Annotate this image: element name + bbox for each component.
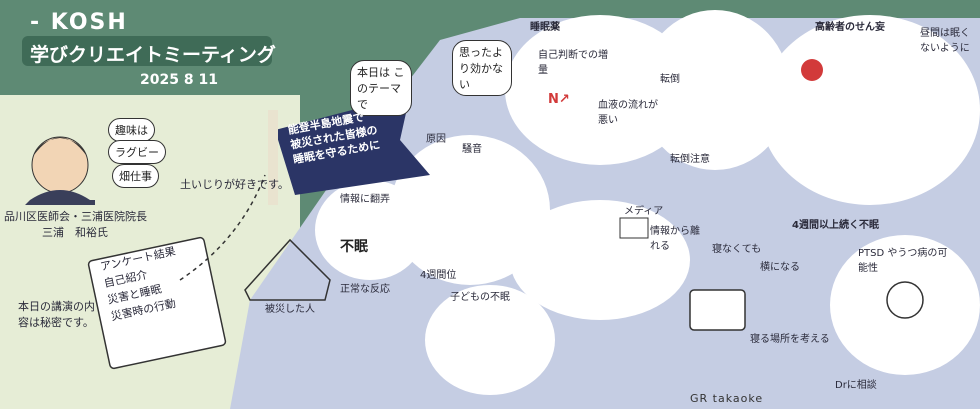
lecture-content-note: 本日の講演の内容は秘密です。 [18,300,95,329]
dont-sleep-label: 寝なくても [712,244,762,255]
four-weeks-label: 4週間位 [420,270,457,281]
speaker-name: 三浦 和裕氏 [42,226,108,239]
cloud-child [425,285,555,395]
title-plaque [22,36,272,66]
cloud-sleep-meds [505,15,695,165]
thought-bubble: 思ったより効かない [452,40,512,96]
insomnia-label: 不眠 [340,239,368,255]
just-rest-label: 横になる [760,262,800,273]
brand-label: - KOSH [30,10,128,35]
bed-icon [689,289,746,331]
fall-label: 転倒 [660,74,680,85]
cloud-media [510,200,690,320]
place-label: 寝る場所を考える [750,334,830,345]
doctor-icon [886,281,924,319]
info-from-label: 情報から離れる [650,226,700,252]
consult-label: Drに相談 [835,380,877,391]
event-title: 学びクリエイトミーティング [30,44,276,66]
hobby-note: 土いじりが好きです。 [180,178,289,191]
cloud-fall [640,10,790,170]
hobby-farming: 畑仕事 [112,164,159,188]
noise-label: 騒音 [462,144,482,155]
normal-reaction-label: 正常な反応 [340,284,390,295]
today-theme: 本日は このテーマで [350,60,412,116]
media-label: メディア [624,206,664,217]
ptsd-label: PTSD やうつ病の可能性 [858,248,948,274]
long-term-label: 4週間以上続く不眠 [792,220,879,231]
sleep-meds-label: 睡眠薬 [530,22,560,33]
flag-pole [268,110,278,205]
event-date: 2025 8 11 [140,72,218,88]
speaker-portrait [31,136,89,194]
disaster-victim-label: 被災した人 [265,304,315,315]
cause-label: 原因 [426,134,446,145]
nn-mark-icon: N↗ [548,92,570,107]
angry-face-icon [801,59,823,81]
child-sleepless-label: 子どもの不眠 [450,292,510,303]
hobby-intro: 趣味は [108,118,155,142]
self-judgment-label: 自己判断での増量 [538,50,608,76]
not-worry-label: 昼間は眠くないように [920,28,970,54]
cloud-info [315,180,425,280]
dashed-arrow [179,174,266,281]
artist-credit: GR takaoke [690,392,764,405]
hobby-rugby: ラグビー [108,140,166,164]
speaker-affiliation: 品川区医師会・三浦医院院長 [4,210,147,223]
house-sketch [244,238,331,301]
cloud-cause [390,135,550,285]
circulation-label: 血液の流れが悪い [598,100,658,126]
laptop-icon [619,217,649,239]
survey-paper [87,236,227,370]
theme-flag [275,95,430,195]
info-overload-label: 情報に翻弄 [340,194,390,205]
speaker-body [25,190,95,205]
prone-label: 転倒注意 [670,154,710,165]
elderly-label: 高齢者のせん妄 [815,22,885,33]
speaker-hair [34,137,86,155]
